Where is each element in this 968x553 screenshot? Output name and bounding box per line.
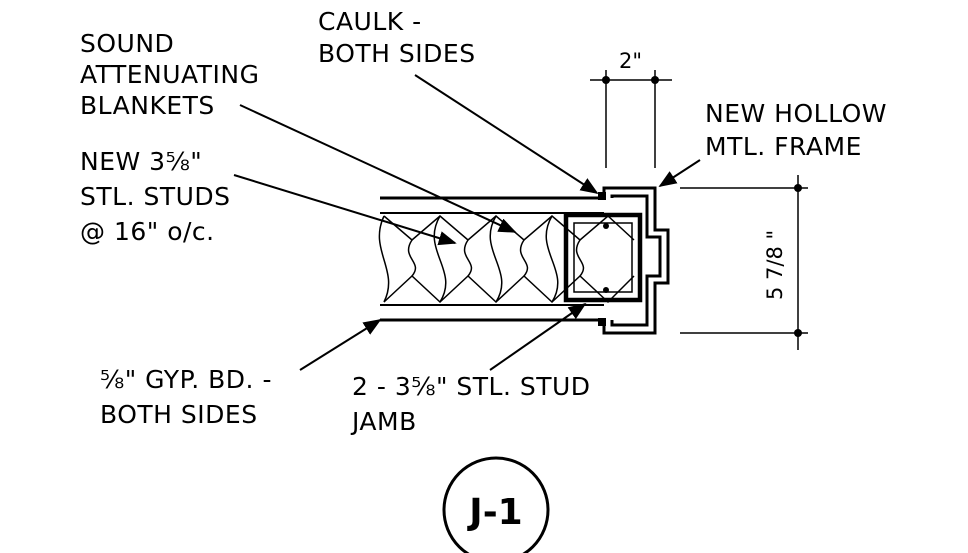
stud-screw-bottom [603, 287, 609, 293]
svg-text:MTL. FRAME: MTL. FRAME [705, 132, 862, 161]
svg-text:BOTH SIDES: BOTH SIDES [100, 400, 258, 429]
dimension-wall-thickness: 5 7/8 " [680, 175, 808, 350]
detail-tag-circle [442, 456, 550, 553]
svg-text:NEW 3⅝": NEW 3⅝" [80, 147, 202, 176]
detail-tag-label: J-1 [466, 492, 522, 533]
note-sound-blankets: SOUND ATTENUATING BLANKETS [80, 29, 517, 233]
note-studs: NEW 3⅝" STL. STUDS @ 16" o/c. [80, 147, 457, 246]
svg-text:SOUND: SOUND [80, 29, 174, 58]
caulk-bottom [598, 318, 606, 326]
svg-text:STL. STUDS: STL. STUDS [80, 182, 231, 211]
wall-section [378, 186, 670, 335]
svg-text:NEW HOLLOW: NEW HOLLOW [705, 99, 887, 128]
svg-text:@ 16" o/c.: @ 16" o/c. [80, 217, 215, 246]
detail-tag: J-1 [442, 456, 550, 553]
dimension-5-7-8-inch: 5 7/8 " [763, 230, 787, 300]
svg-text:CAULK -: CAULK - [318, 7, 422, 36]
note-gyp-board: ⅝" GYP. BD. - BOTH SIDES [100, 319, 382, 429]
hollow-metal-frame [602, 186, 670, 335]
svg-text:⅝" GYP. BD. -: ⅝" GYP. BD. - [100, 365, 272, 394]
svg-text:BOTH SIDES: BOTH SIDES [318, 39, 476, 68]
svg-text:ATTENUATING: ATTENUATING [80, 60, 259, 89]
stud-jamb-outer [563, 212, 643, 303]
stud-screw-top [603, 223, 609, 229]
svg-text:BLANKETS: BLANKETS [80, 91, 215, 120]
svg-text:JAMB: JAMB [350, 407, 417, 436]
caulk-top [598, 192, 606, 200]
dimension-2-inch: 2" [619, 49, 642, 73]
note-caulk: CAULK - BOTH SIDES [318, 7, 599, 194]
note-stud-jamb: 2 - 3⅝" STL. STUD JAMB [350, 302, 591, 436]
dimension-frame-face: 2" [590, 49, 672, 168]
svg-text:2 - 3⅝" STL. STUD: 2 - 3⅝" STL. STUD [352, 372, 591, 401]
stud-jamb-inner [573, 222, 633, 293]
note-frame: NEW HOLLOW MTL. FRAME [658, 99, 887, 187]
